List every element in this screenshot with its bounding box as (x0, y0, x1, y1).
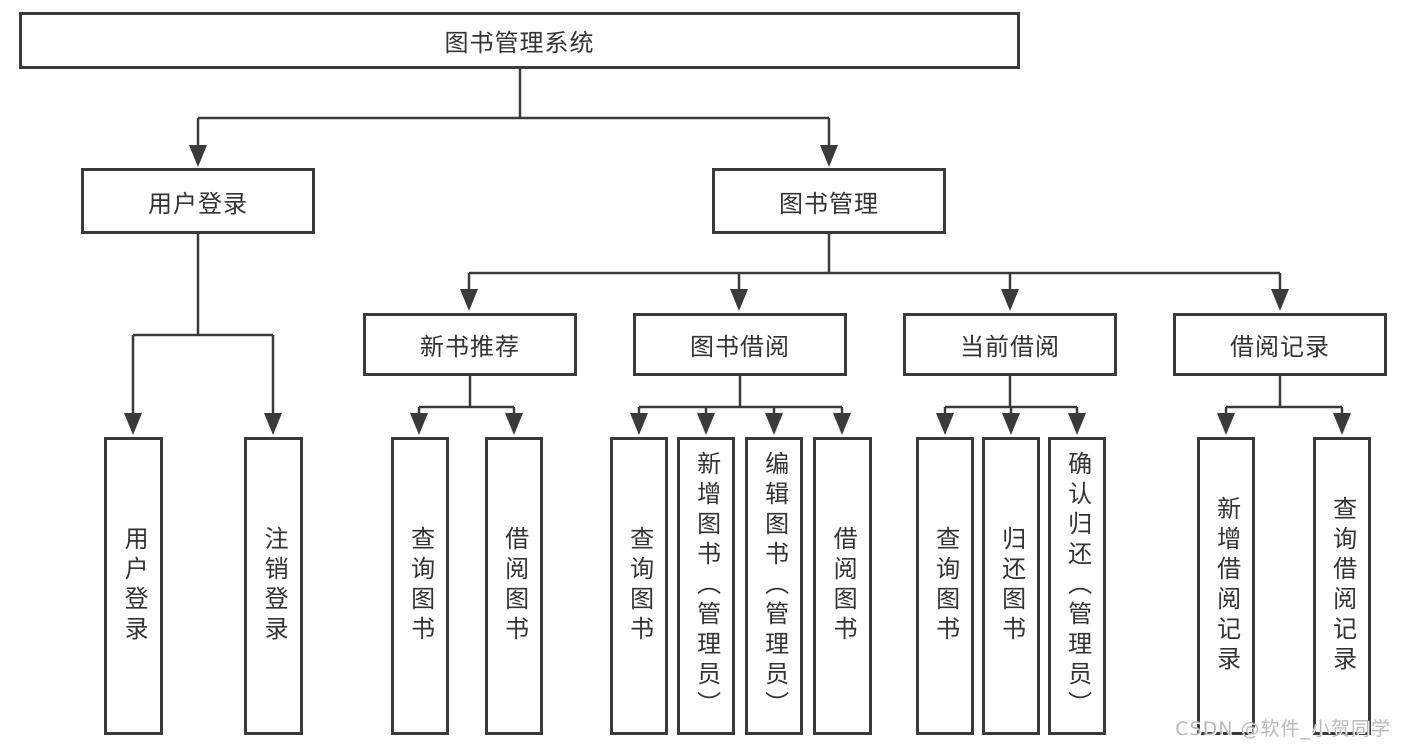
node-label: 用户登录 (120, 526, 149, 646)
node-label: 借阅图书 (500, 526, 529, 646)
node-leaf-query-books-recommend: 查询图书 (391, 437, 449, 735)
node-label: 编辑图书（管理员） (760, 451, 789, 721)
node-label: 查询图书 (406, 526, 435, 646)
connector-paths (131, 68, 1344, 417)
node-label: 当前借阅 (960, 333, 1060, 361)
node-library-management-system: 图书管理系统 (19, 12, 1020, 69)
node-label: 查询图书 (931, 526, 960, 646)
node-book-borrow: 图书借阅 (633, 313, 847, 376)
node-book-management: 图书管理 (712, 168, 946, 234)
arrowheads (124, 145, 1351, 435)
node-label: 确认归还（管理员） (1063, 451, 1092, 721)
node-label: 借阅记录 (1230, 333, 1330, 361)
node-leaf-borrow-books: 借阅图书 (813, 437, 872, 735)
node-current-borrow: 当前借阅 (903, 313, 1117, 376)
node-leaf-add-books-admin: 新增图书（管理员） (677, 437, 735, 735)
csdn-watermark: CSDN @软件_小贺同学 (1175, 718, 1391, 740)
node-label: 新书推荐 (420, 333, 520, 361)
node-label: 查询图书 (625, 526, 654, 646)
node-user-login: 用户登录 (81, 168, 315, 234)
node-label: 归还图书 (997, 526, 1026, 646)
node-leaf-query-books-borrow: 查询图书 (610, 437, 668, 735)
node-leaf-query-books-current: 查询图书 (916, 437, 974, 735)
node-borrow-records: 借阅记录 (1173, 313, 1387, 376)
node-leaf-borrow-books-recommend: 借阅图书 (485, 437, 543, 735)
node-label: 借阅图书 (829, 526, 858, 646)
node-label: 查询借阅记录 (1328, 496, 1357, 676)
node-label: 图书管理 (779, 189, 879, 218)
node-leaf-user-login: 用户登录 (104, 437, 163, 735)
node-leaf-add-borrow-record: 新增借阅记录 (1197, 437, 1255, 735)
node-leaf-confirm-return-admin: 确认归还（管理员） (1048, 437, 1106, 735)
node-leaf-edit-books-admin: 编辑图书（管理员） (745, 437, 803, 735)
node-label: 注销登录 (260, 526, 289, 646)
node-leaf-query-borrow-record: 查询借阅记录 (1313, 437, 1371, 735)
node-label: 图书管理系统 (444, 29, 595, 57)
node-new-book-recommend: 新书推荐 (363, 313, 577, 376)
node-label: 用户登录 (148, 189, 248, 218)
node-label: 新增图书（管理员） (692, 451, 721, 721)
node-label: 新增借阅记录 (1212, 496, 1241, 676)
node-leaf-logout: 注销登录 (244, 437, 303, 735)
node-leaf-return-books: 归还图书 (982, 437, 1040, 735)
node-label: 图书借阅 (690, 333, 790, 361)
